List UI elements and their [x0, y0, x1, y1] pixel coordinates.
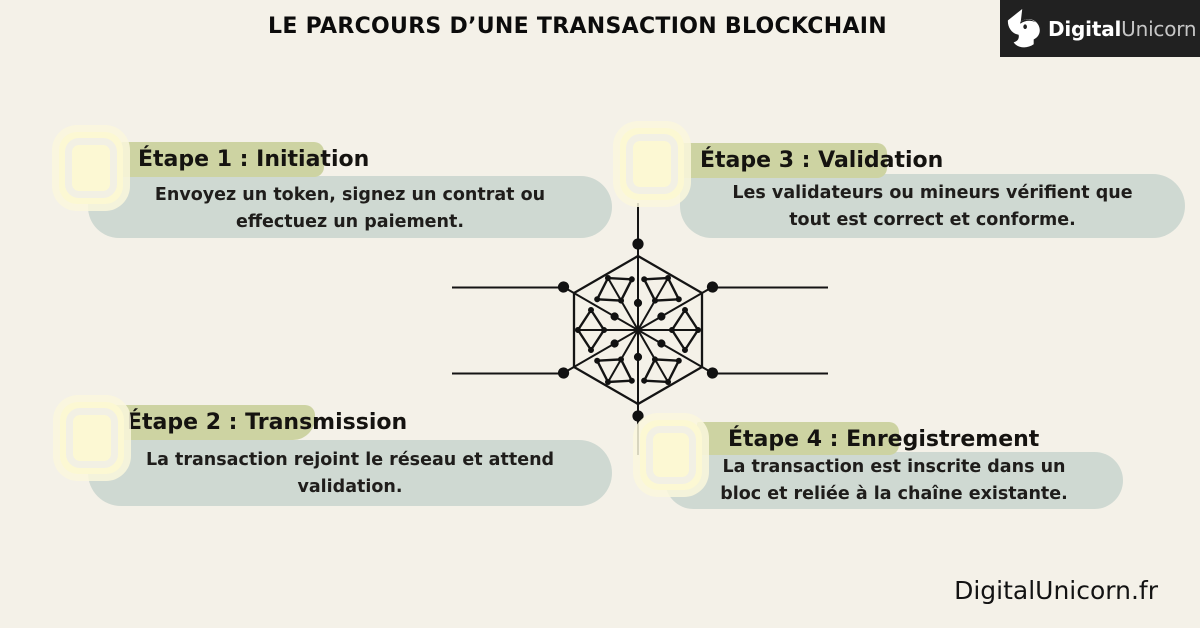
brand-logo: DigitalUnicorn: [1000, 0, 1200, 57]
step-1-description-line: Envoyez un token, signez un contrat ou: [154, 185, 546, 205]
step-1-marker-icon: [59, 132, 123, 204]
step-4-description: La transaction est inscrite dans un bloc…: [665, 452, 1123, 509]
heading-highlight: [697, 422, 899, 455]
step-4-description-line: bloc et reliée à la chaîne existante.: [720, 484, 1068, 504]
step-1-heading: Étape 1 : Initiation: [121, 142, 369, 177]
step-2-description-line: La transaction rejoint le réseau et atte…: [145, 450, 555, 470]
step-2-description-line: validation.: [297, 477, 403, 497]
heading-highlight: [682, 143, 887, 178]
step-1-description: Envoyez un token, signez un contrat ou e…: [88, 176, 612, 238]
step-3-description-line: Les validateurs ou mineurs vérifient que: [732, 183, 1133, 203]
step-2-description: La transaction rejoint le réseau et atte…: [88, 440, 612, 506]
step-3-marker-icon: [620, 128, 684, 200]
step-4-heading: Étape 4 : Enregistrement: [697, 422, 1039, 457]
brand-name-bold: Digital: [1048, 16, 1122, 41]
unicorn-head-icon: [1007, 8, 1040, 47]
brand-name-light: Unicorn: [1121, 16, 1197, 41]
blockchain-network-icon: [452, 203, 828, 455]
step-3-description: Les validateurs ou mineurs vérifient que…: [680, 174, 1185, 238]
step-2-heading: Étape 2 : Transmission: [112, 405, 407, 440]
step-1-description-line: effectuez un paiement.: [235, 212, 465, 232]
brand-logo-text: DigitalUnicorn: [1048, 16, 1197, 41]
step-3-heading: Étape 3 : Validation: [682, 143, 943, 178]
heading-highlight: [121, 142, 324, 177]
heading-highlight: [112, 405, 315, 440]
step-2-marker-icon: [60, 402, 124, 474]
step-4-marker-icon: [640, 420, 702, 490]
page-title: LE PARCOURS D’UNE TRANSACTION BLOCKCHAIN: [268, 14, 887, 39]
step-4-description-line: La transaction est inscrite dans un: [722, 457, 1066, 477]
step-3-description-line: tout est correct et conforme.: [789, 210, 1076, 230]
website-url: DigitalUnicorn.fr: [954, 576, 1158, 605]
